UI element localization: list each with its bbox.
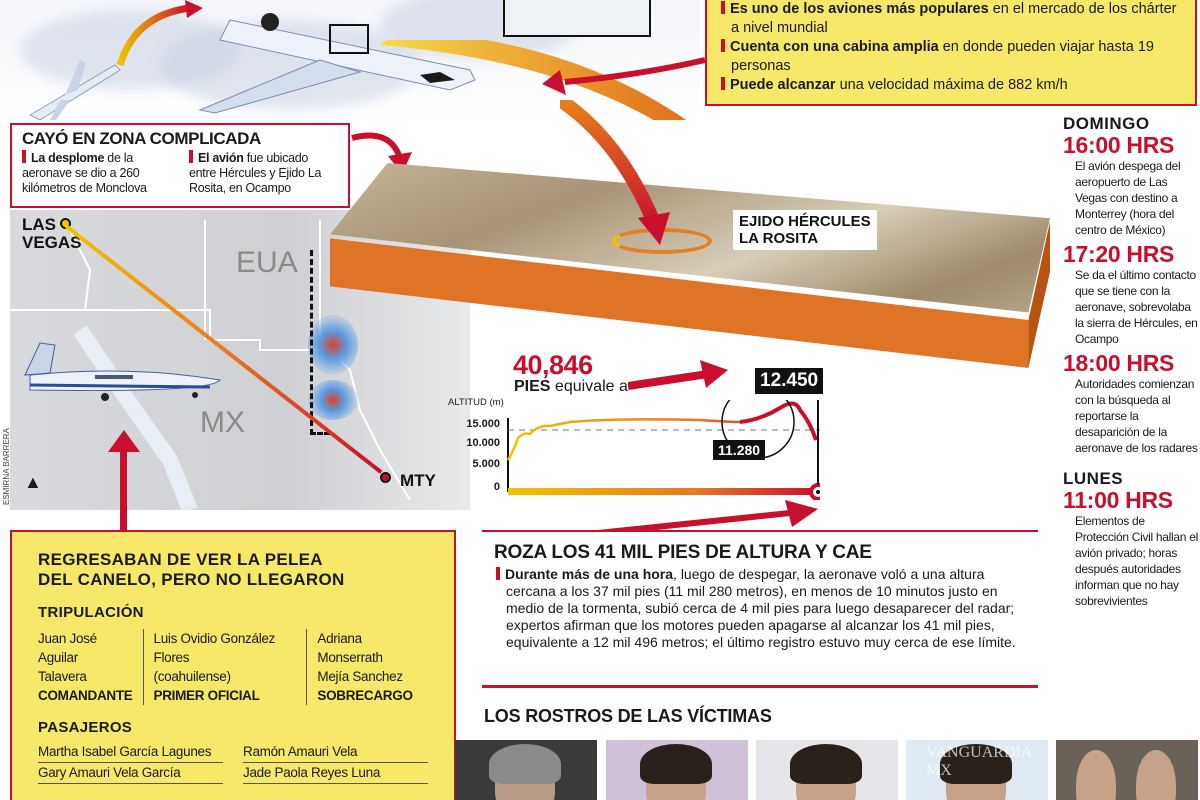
descent-trail [380, 40, 687, 120]
curved-arrow-icon [116, 0, 203, 67]
storm-radar [308, 315, 358, 375]
victim-photo [1056, 740, 1198, 800]
peak-altitude-tag: 12.450 [755, 368, 824, 394]
watermark: VANGUARDIA MX [926, 744, 1032, 779]
pointer-arrow-shaft [120, 445, 127, 533]
passenger: Jade Paola Reyes Luna [243, 763, 428, 784]
feature-item: Cuenta con una cabina amplia en donde pu… [721, 38, 1185, 76]
timeline-desc: Autoridades comienzan con la búsqueda al… [1075, 377, 1198, 455]
victim-photo [455, 740, 597, 800]
passengers-heading: PASAJEROS [38, 719, 133, 736]
storm-illustration [0, 0, 700, 120]
max-altitude-feet: 40,846 [513, 350, 593, 380]
crash-arrow-icon [560, 100, 670, 245]
passenger: Gary Amauri Vela García [38, 763, 223, 784]
y-tick: 0 [493, 481, 500, 493]
pointer-arrow-icon [542, 57, 706, 95]
timeline-day: LUNES [1063, 469, 1124, 488]
faces-title: LOS ROSTROS DE LAS VÍCTIMAS [484, 706, 772, 726]
passenger: Martha Isabel García Lagunes [38, 742, 223, 763]
crew-member: Luis Ovidio González Flores(coahuilense)… [142, 629, 307, 705]
north-arrow-icon: ▲ [24, 472, 42, 492]
timeline-time: 11:00 HRS [1063, 487, 1173, 513]
small-jet-icon [28, 60, 121, 120]
timeline-time: 17:20 HRS [1063, 241, 1175, 267]
y-tick: 15.000 [466, 418, 500, 430]
chart-axis-title: ALTITUD (m) [448, 397, 504, 408]
crash-zone-col1: La desplome de la aeronave se dio a 260 … [22, 150, 147, 195]
timeline: DOMINGO 16:00 HRS El avión despega del a… [1063, 115, 1200, 613]
timeline-time: 18:00 HRS [1063, 350, 1175, 376]
cabin-inset-image [503, 0, 651, 37]
roza-title: ROZA LOS 41 MIL PIES DE ALTURA Y CAE [494, 542, 872, 563]
passenger: Ramón Amauri Vela [243, 742, 428, 763]
passenger-list: Martha Isabel García Lagunes Ramón Amaur… [38, 742, 428, 784]
victim-photo [756, 740, 898, 800]
timeline-desc: El avión despega del aeropuerto de Las V… [1075, 159, 1181, 237]
destination-dot [380, 472, 391, 483]
timeline-desc: Se da el último contacto que se tiene co… [1075, 268, 1198, 346]
jet-illustration [24, 342, 221, 401]
roza-text: Durante más de una hora, luego de despeg… [494, 566, 1026, 651]
y-tick: 10.000 [466, 437, 500, 449]
label-mty: MTY [400, 471, 436, 490]
y-tick: 5.000 [472, 458, 500, 470]
curved-arrow-icon [351, 132, 412, 174]
crew-heading: TRIPULACIÓN [38, 604, 144, 621]
terrain-block [330, 140, 1050, 380]
storm-radar [308, 380, 358, 420]
victim-photo [606, 740, 748, 800]
up-arrow-icon [108, 430, 140, 452]
crash-zone-box: CAYÓ EN ZONA COMPLICADA La desplome de l… [10, 123, 350, 208]
timeline-time: 16:00 HRS [1063, 132, 1175, 158]
crash-zone-col2: El avión fue ubicado entre Hércules y Ej… [189, 150, 322, 195]
zoom-indicator [310, 250, 330, 435]
feature-item: Puede alcanzar una velocidad máxima de 8… [721, 76, 1185, 95]
feature-item: Es uno de los aviones más populares en e… [721, 0, 1185, 38]
map-borders [10, 220, 411, 510]
label-mx: MX [200, 406, 245, 439]
label-eua: EUA [236, 246, 298, 279]
crash-zone-title: CAYÓ EN ZONA COMPLICADA [22, 129, 261, 148]
altitude-chart [506, 400, 820, 500]
pointer-arrow-icon [628, 360, 728, 390]
aircraft-features-box: Es uno de los aviones más populares en e… [705, 0, 1197, 106]
cruise-altitude-tag: 11.280 [713, 440, 766, 460]
timeline-desc: Elementos de Protección Civil hallan el … [1075, 514, 1198, 608]
victim-photo: VANGUARDIA MX [906, 740, 1048, 800]
timeline-day: DOMINGO [1063, 114, 1150, 133]
business-jet-illustration [198, 13, 476, 114]
credit-label: ESMIRNA BARRERA [2, 428, 11, 505]
feet-caption: PIES equivale a [514, 378, 628, 395]
altitude-explanation-box: ROZA LOS 41 MIL PIES DE ALTURA Y CAE Dur… [482, 530, 1038, 688]
